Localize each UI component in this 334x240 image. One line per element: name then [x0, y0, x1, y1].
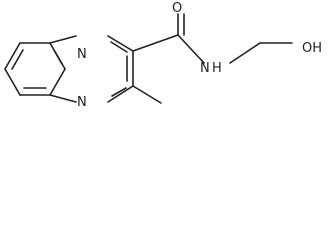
benzene-ring-bonds: [4, 42, 66, 96]
amide-nitrogen-label: N: [200, 61, 210, 76]
pyrazine-ring-bonds: [49, 35, 134, 103]
amide-chain-bonds: [177, 34, 293, 64]
nitrogen-label-top: N: [77, 47, 87, 62]
amide-hydrogen-label: H: [212, 61, 222, 76]
nitrogen-label-bottom: N: [77, 95, 87, 110]
hydroxyl-label: OH: [302, 41, 322, 56]
oxygen-label: O: [172, 1, 182, 16]
methyl-bond: [132, 85, 162, 104]
carbonyl-group-bonds: [132, 13, 185, 52]
chemical-structure-diagram: N N O N H OH: [4, 1, 322, 110]
atom-labels: N N O N H OH: [77, 1, 322, 110]
